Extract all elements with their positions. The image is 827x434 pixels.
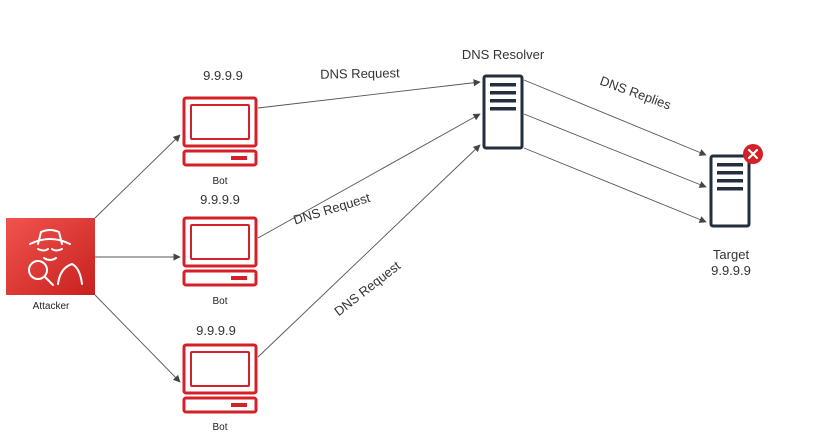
edge-bot2-resolver (257, 113, 481, 239)
attacker-node: Attacker (6, 218, 95, 312)
edge-label-request-2: DNS Request (291, 190, 372, 228)
resolver-to-target-edges (523, 79, 707, 223)
target-node: Target 9.9.9.9 (709, 144, 763, 278)
target-ip-label: 9.9.9.9 (711, 263, 751, 278)
dns-resolver-node: DNS Resolver (462, 47, 545, 150)
bot-label: Bot (212, 176, 227, 187)
bot-node-2: 9.9.9.9 Bot (182, 192, 258, 307)
edge-reply-1 (523, 79, 707, 156)
edge-bot1-resolver (257, 79, 481, 109)
bot-label: Bot (212, 422, 227, 433)
bot-ip-label: 9.9.9.9 (203, 68, 243, 83)
bot-node-1: 9.9.9.9 Bot (182, 68, 258, 187)
computer-icon (182, 343, 258, 414)
edge-bot3-resolver (257, 144, 481, 358)
bot-ip-label: 9.9.9.9 (200, 192, 240, 207)
edge-reply-2 (523, 113, 707, 188)
server-icon (482, 74, 524, 150)
bot-label: Bot (212, 296, 227, 307)
attacker-label: Attacker (33, 301, 70, 312)
edge-label-request-1: DNS Request (320, 65, 400, 81)
computer-icon (182, 96, 258, 167)
bot-to-resolver-edges (257, 79, 481, 358)
edge-reply-3 (523, 147, 707, 223)
target-label: Target (713, 247, 750, 262)
edge-attacker-bot-1 (94, 134, 181, 219)
close-icon (743, 144, 763, 164)
edge-attacker-bot-3 (94, 294, 181, 383)
edge-label-request-3: DNS Request (331, 258, 403, 319)
computer-icon (182, 216, 258, 287)
server-icon (709, 154, 751, 228)
bot-node-3: 9.9.9.9 Bot (182, 323, 258, 433)
bot-ip-label: 9.9.9.9 (196, 323, 236, 338)
spy-magnifier-icon (28, 229, 83, 286)
edge-label-replies: DNS Replies (598, 73, 674, 113)
resolver-label: DNS Resolver (462, 47, 545, 62)
attacker-to-bot-edges (94, 134, 181, 383)
